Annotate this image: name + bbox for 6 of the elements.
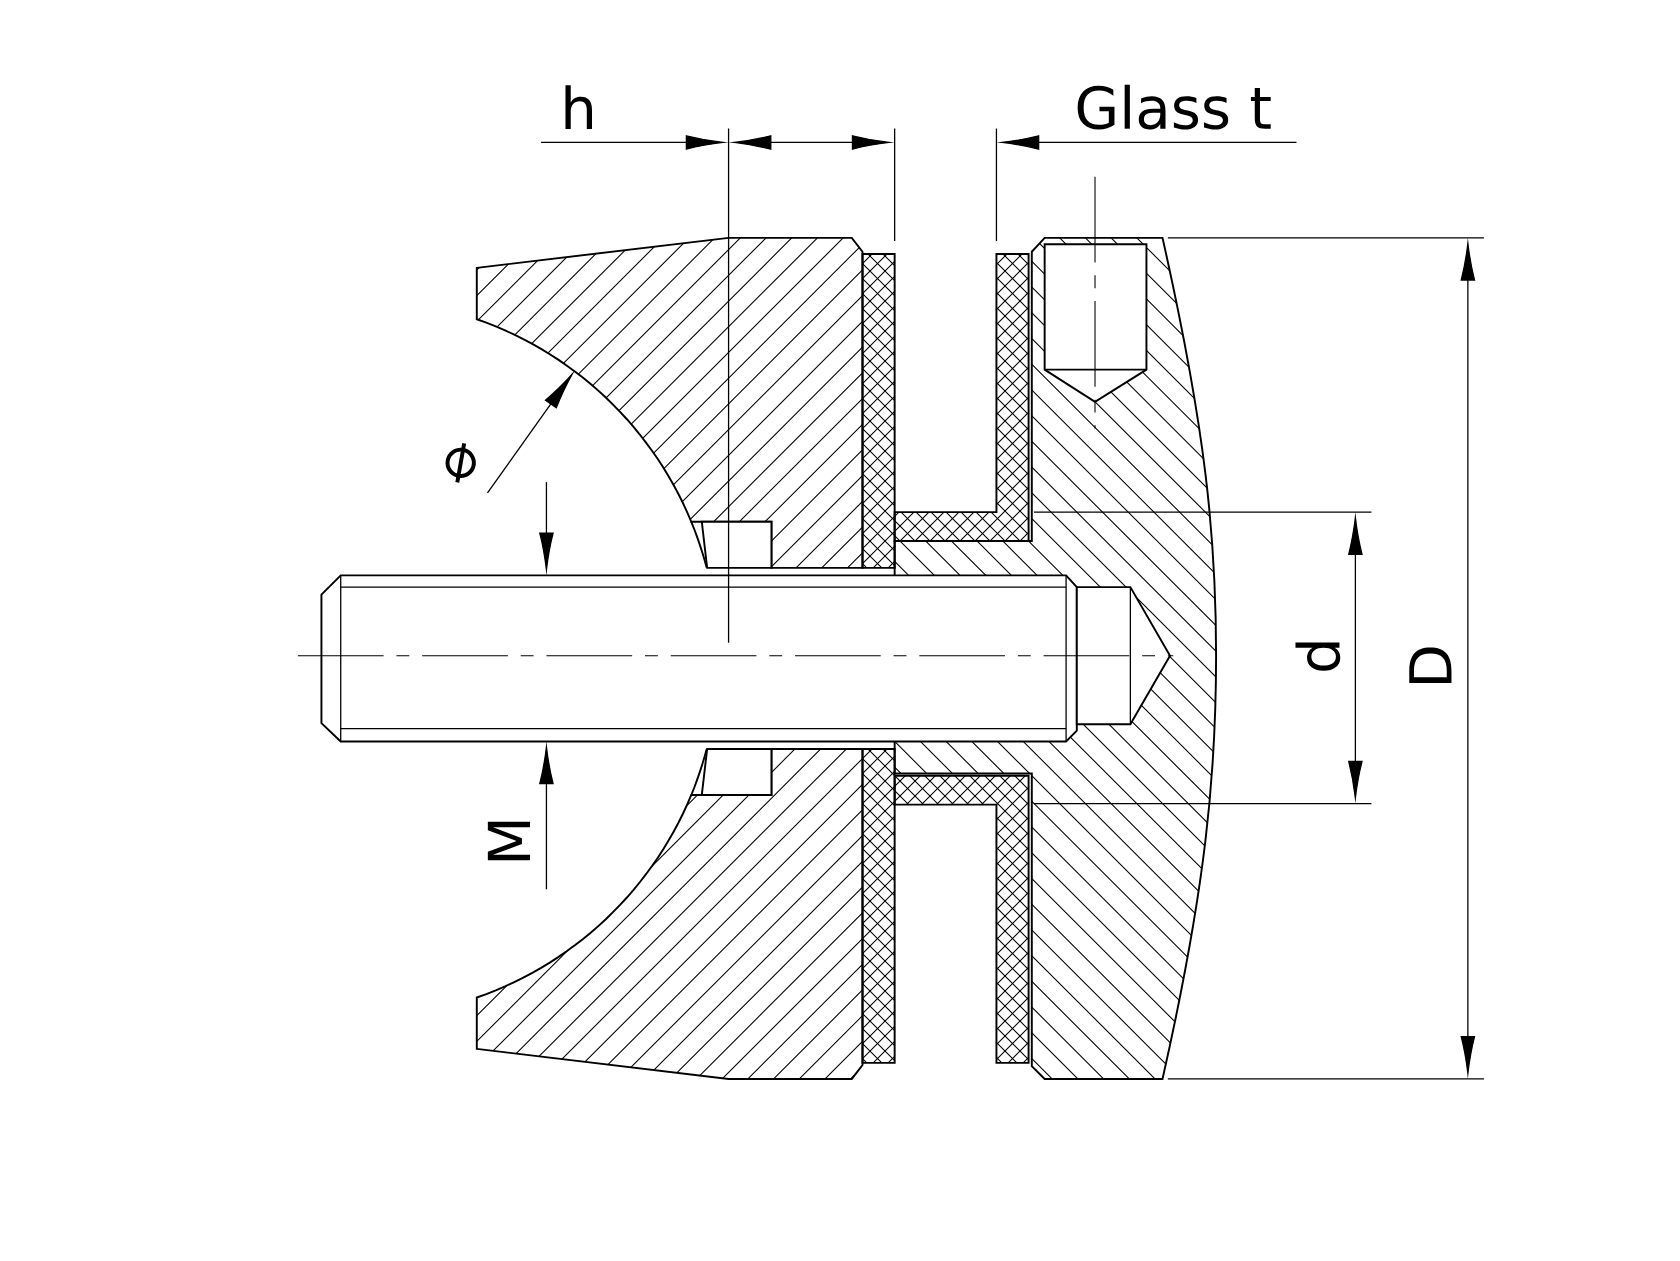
dimension-label: D bbox=[1409, 647, 1452, 683]
dimension-label: h bbox=[565, 85, 592, 130]
dimension-label: Glass t bbox=[1077, 84, 1271, 130]
dimension-label: d bbox=[1295, 642, 1341, 671]
dimension-label: ⌀ bbox=[445, 443, 476, 483]
dimension-label: M bbox=[487, 821, 531, 861]
